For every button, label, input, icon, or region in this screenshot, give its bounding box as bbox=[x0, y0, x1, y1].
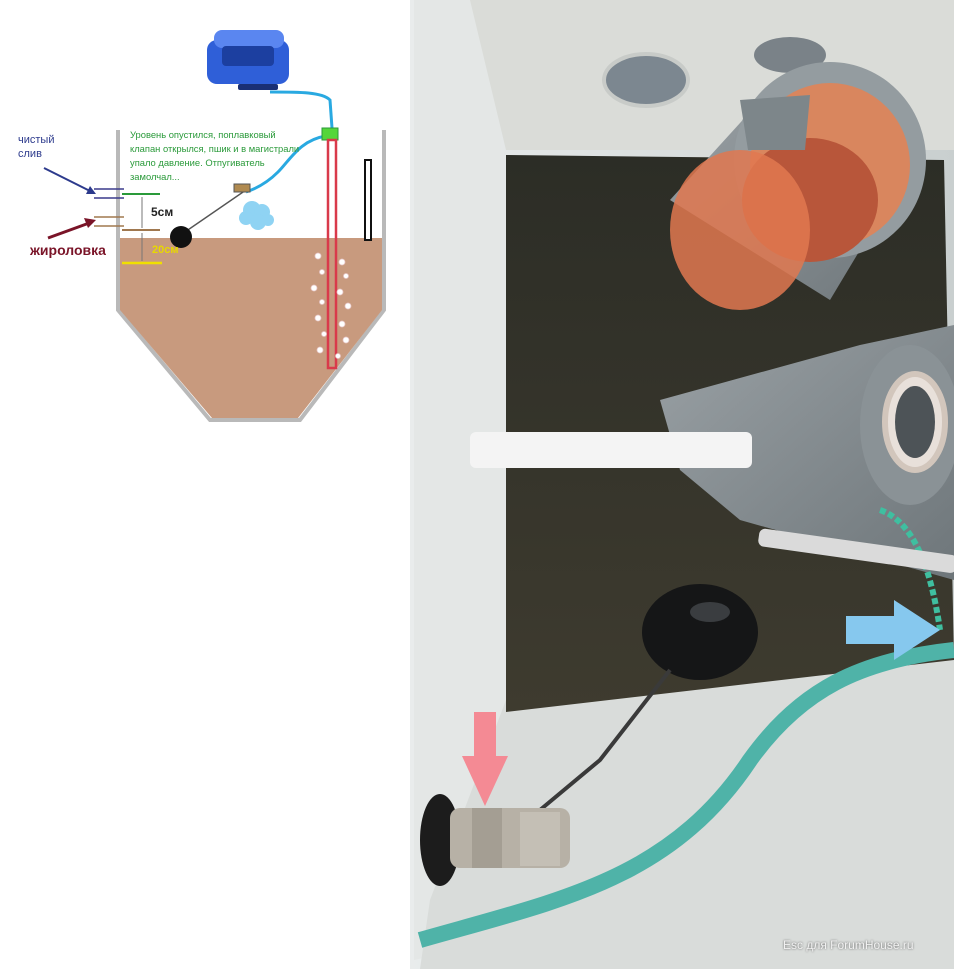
air-tube-upper bbox=[269, 90, 334, 129]
small-white-pipe bbox=[758, 528, 954, 573]
tank-photo bbox=[410, 0, 954, 969]
bottom-wall bbox=[420, 660, 954, 969]
float-valve-fitting bbox=[420, 794, 570, 886]
float-ball-highlight bbox=[690, 602, 730, 622]
tee-fitting-icon bbox=[321, 127, 339, 141]
grease-trap-arrowhead bbox=[84, 218, 96, 228]
grease-trap-diagram: чистый слив жироловка 5см 20см Уровень о… bbox=[0, 0, 410, 430]
air-tube-green bbox=[878, 507, 943, 631]
float-valve-icon bbox=[233, 183, 251, 193]
grease-trap-label: жироловка bbox=[30, 242, 106, 258]
water-body bbox=[120, 238, 382, 418]
tank-outline bbox=[116, 130, 386, 422]
level-stick bbox=[364, 159, 372, 241]
air-tube-to-valve bbox=[245, 134, 327, 194]
air-puff-icon bbox=[239, 201, 274, 230]
upper-pipe bbox=[670, 37, 926, 310]
white-rod bbox=[470, 432, 752, 468]
photo-svg bbox=[410, 0, 954, 969]
air-riser-pipe bbox=[326, 138, 338, 370]
air-compressor-icon bbox=[207, 30, 289, 90]
clean-drain-label: чистый слив bbox=[18, 134, 55, 160]
float-wire bbox=[538, 668, 672, 812]
horizontal-pipe bbox=[660, 325, 954, 580]
teal-hose bbox=[417, 642, 954, 948]
inlet-hole bbox=[602, 52, 690, 108]
air-bubbles bbox=[310, 252, 352, 359]
clean-drain-arrow bbox=[43, 167, 95, 194]
clean-drain-arrowhead bbox=[86, 186, 96, 194]
diagram-svg bbox=[43, 30, 386, 422]
float-ball-icon bbox=[170, 226, 192, 248]
dimension-5cm-label: 5см bbox=[151, 205, 174, 219]
float-ball bbox=[642, 584, 758, 680]
red-arrow-icon bbox=[462, 712, 508, 806]
dimension-20cm-label: 20см bbox=[152, 244, 179, 256]
watermark-text: Esc для ForumHouse.ru bbox=[783, 938, 914, 952]
grease-trap-arrow bbox=[47, 220, 93, 240]
blue-arrow-icon bbox=[846, 600, 940, 660]
explanation-note: Уровень опустился, поплавковый клапан от… bbox=[130, 129, 300, 182]
float-arm bbox=[181, 189, 247, 235]
